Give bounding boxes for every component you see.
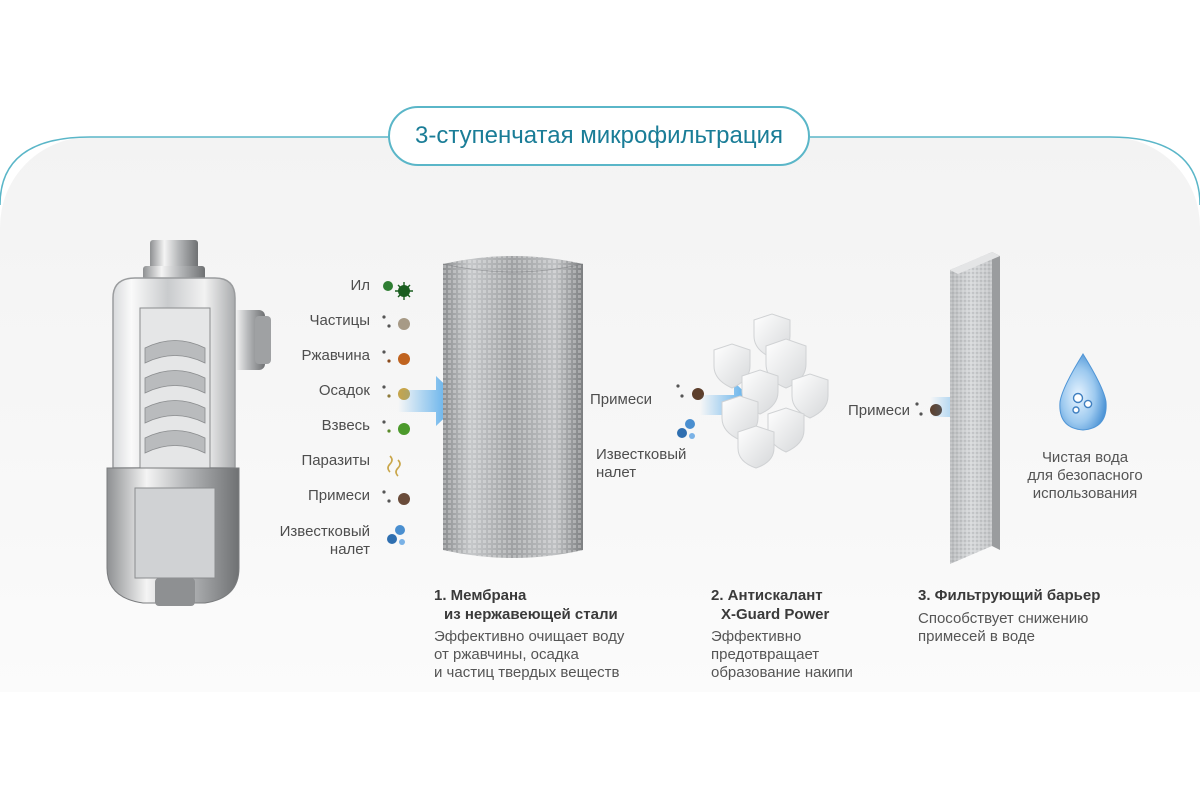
impurity-label-particles: Частицы bbox=[309, 312, 370, 329]
impurity-label-sediment: Осадок bbox=[318, 382, 370, 399]
stage1-description: Эффективно очищает воду от ржавчины, оса… bbox=[434, 628, 625, 681]
particles-icon bbox=[382, 315, 410, 330]
stage3-impurities-label: Примеси bbox=[847, 402, 910, 419]
clean-water-drop-icon bbox=[1059, 353, 1107, 431]
impurity-label-impurities: Примеси bbox=[307, 487, 370, 504]
impurity-label-rust: Ржавчина bbox=[301, 347, 371, 364]
limescale-icon bbox=[677, 419, 695, 439]
stage2-impurities-label: Примеси bbox=[590, 391, 653, 408]
stainless-mesh-cylinder bbox=[442, 256, 584, 558]
filter-barrier-slab bbox=[950, 252, 1000, 564]
shield-icon bbox=[737, 425, 775, 469]
shield-icon bbox=[713, 343, 751, 389]
limescale-icon bbox=[387, 525, 405, 545]
impurities-icon bbox=[382, 490, 410, 505]
impurity-label-suspension: Взвесь bbox=[321, 417, 370, 434]
stage2-limescale-label: Известковый налет bbox=[596, 446, 687, 481]
shield-icon bbox=[791, 373, 829, 419]
stage3-title: 3. Фильтрующий барьер bbox=[918, 587, 1101, 604]
stage2-description: Эффективно предотвращает образование нак… bbox=[711, 628, 853, 681]
title-pill: 3-ступенчатая микрофильтрация bbox=[388, 106, 810, 166]
suspension-icon bbox=[382, 420, 410, 435]
rust-icon bbox=[382, 350, 410, 365]
stage2-input-icons bbox=[676, 384, 704, 439]
stage1-title: 1. Мембрана из нержавеющей стали bbox=[434, 587, 618, 623]
impurity-label-parasites: Паразиты bbox=[301, 452, 370, 469]
page-title: 3-ступенчатая микрофильтрация bbox=[415, 122, 783, 149]
result-caption: Чистая вода для безопасного использовани… bbox=[1027, 449, 1143, 502]
stage2-title: 2. Антискалант X-Guard Power bbox=[711, 587, 830, 623]
silt-icon bbox=[383, 281, 413, 300]
impurity-label-limescale: Известковый налет bbox=[279, 523, 370, 558]
parasites-icon bbox=[387, 455, 401, 477]
impurity-icons bbox=[382, 281, 413, 545]
shower-filter-image bbox=[106, 240, 271, 606]
impurity-label-silt: Ил bbox=[350, 277, 370, 294]
stage3-description: Способствует снижению примесей в воде bbox=[918, 610, 1089, 645]
antiscalant-shields bbox=[713, 313, 829, 469]
arc-divider bbox=[0, 136, 1200, 206]
